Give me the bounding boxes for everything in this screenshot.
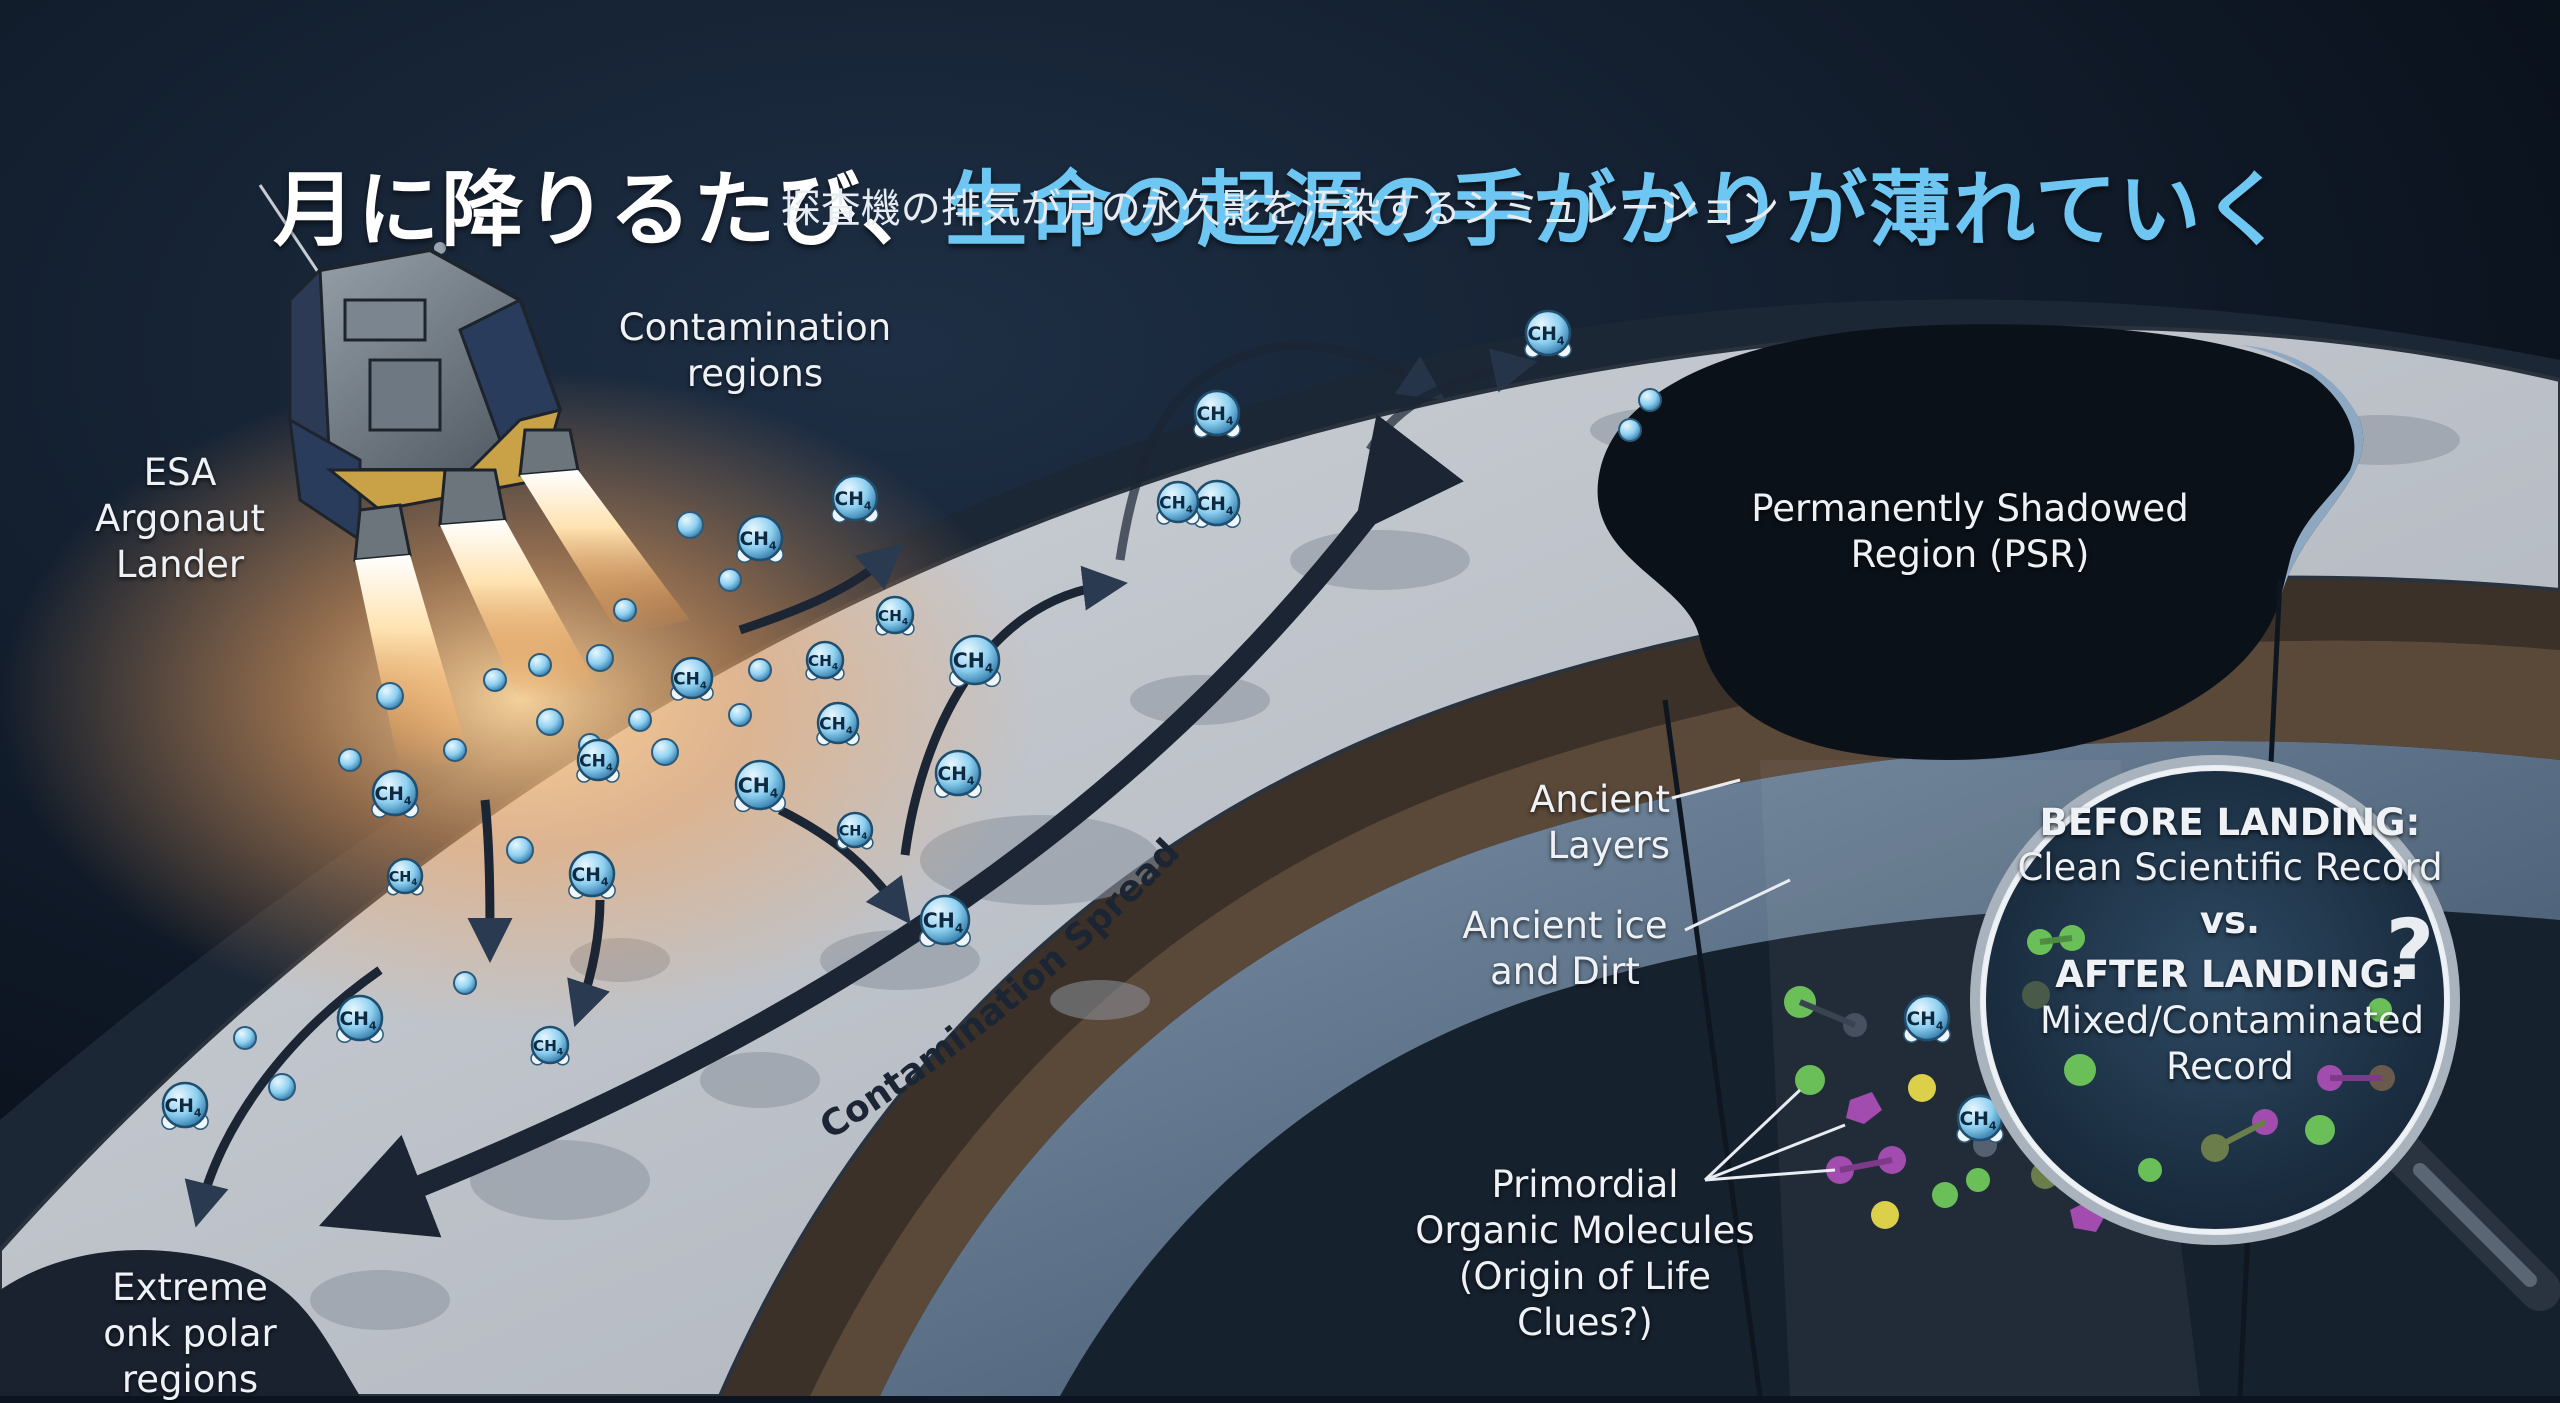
polar-region [0,1250,360,1396]
methane-molecule: CH4 [336,994,384,1043]
droplet [483,668,507,692]
droplet [586,644,614,672]
methane-molecule: CH4 [934,749,982,798]
methane-formula: CH4 [339,1009,376,1032]
extreme-polar-label: Extreme onk polar regions [103,1266,277,1401]
vs-label: vs. [2199,899,2261,942]
droplet [613,598,637,622]
methane-formula: CH4 [571,865,608,888]
lander [258,184,690,770]
droplet [536,708,564,736]
magnifier [1970,755,2560,1311]
ancient-ice-label: Ancient ice and Dirt [1462,904,1668,993]
lander-label: ESA Argonaut Lander [94,451,266,586]
question-mark: ? [2385,901,2435,999]
methane-molecule: CH4 [1903,994,1951,1043]
droplet [718,568,742,592]
methane-formula: CH4 [673,669,707,691]
droplet [1618,418,1642,442]
droplet [376,682,404,710]
page-title: 月に降りるたび、生命の起源の手がかりが薄れていく [0,48,2560,262]
spreading-arrow [318,414,1464,1238]
methane-molecule: CH4 [875,595,915,636]
methane-molecule: CH4 [805,640,845,681]
title-part2: 生命の起源の手がかりが薄れていく [945,163,2287,258]
droplet [506,836,534,864]
after-landing-text: Mixed/Contaminated Record [2040,999,2424,1088]
droplet [1638,388,1662,412]
methane-molecule: CH4 [919,894,971,948]
title-part1: 月に降りるたび、 [273,163,946,258]
psr-rim [2240,345,2364,600]
after-landing-title: AFTER LANDING: [2055,953,2405,996]
methane-molecule: CH4 [568,850,616,899]
droplet [453,971,477,995]
organic-molecules [1784,986,2106,1232]
psr-label: Permanently Shadowed Region (PSR) [1751,487,2189,576]
methane-formula: CH4 [389,869,418,887]
methane-molecule: CH4 [816,701,860,746]
contamination-regions-label: Contamination regions [618,306,892,395]
cutaway-line-left [1662,699,1763,1397]
droplet [443,738,467,762]
droplet [748,658,772,682]
methane-molecule: CH4 [1524,309,1572,358]
methane-molecule: CH4 [836,811,874,850]
droplet [268,1073,296,1101]
ancient-layers-callout-line [1671,778,1741,800]
methane-formula: CH4 [819,714,853,736]
methane-formula: CH4 [878,607,908,628]
methane-molecule: CH4 [831,474,879,523]
methane-formula: CH4 [1906,1009,1943,1032]
methane-formula: CH4 [579,751,613,773]
droplet [338,748,362,772]
methane-molecule: CH4 [670,656,714,701]
methane-formula: CH4 [839,823,868,841]
ancient-ice-callout-line [1684,878,1791,932]
methane-molecule: CH4 [949,634,1001,688]
methane-molecule: CH4 [386,857,424,896]
methane-molecule: CH4 [161,1081,209,1130]
methane-formula: CH4 [1527,324,1564,347]
exhaust-droplets [233,388,1662,1101]
methane-formula: CH4 [1196,404,1233,427]
methane-molecule: CH4 [576,738,620,783]
methane-formula: CH4 [1959,1109,1996,1132]
methane-molecule: CH4 [371,769,419,818]
methane-molecule: CH4 [1193,479,1241,528]
methane-formula: CH4 [834,489,871,512]
psr-crater [1597,324,2364,760]
primordial-label: Primordial Organic Molecules (Origin of … [1415,1163,1755,1344]
methane-molecule: CH4 [734,759,786,813]
primordial-callout-lines [1703,1088,1846,1182]
droplet [233,1026,257,1050]
methane-molecule: CH4 [1156,480,1200,525]
droplet [676,511,704,539]
ancient-layers-label: Ancient Layers [1529,778,1670,867]
methane-molecule: CH4 [530,1025,570,1066]
methane-formula: CH4 [1159,493,1193,515]
droplet [651,738,679,766]
droplet [628,708,652,732]
before-landing-text: Clean Scientific Record [2017,846,2443,889]
methane-formula: CH4 [1196,494,1233,517]
methane-formula: CH4 [808,652,838,673]
methane-molecule: CH4 [1193,389,1241,438]
droplet [728,703,752,727]
droplet [528,653,552,677]
methane-formula: CH4 [739,529,776,552]
methane-formula: CH4 [533,1037,563,1058]
methane-formula: CH4 [164,1096,201,1119]
methane-formula: CH4 [374,784,411,807]
methane-molecule: CH4 [736,514,784,563]
page-subtitle: 探査機の排気が月の永久影を汚染するシミュレーション [780,186,1780,232]
before-landing-title: BEFORE LANDING: [2039,801,2421,844]
methane-formula: CH4 [937,764,974,787]
methane-molecule: CH4 [1956,1094,2004,1143]
